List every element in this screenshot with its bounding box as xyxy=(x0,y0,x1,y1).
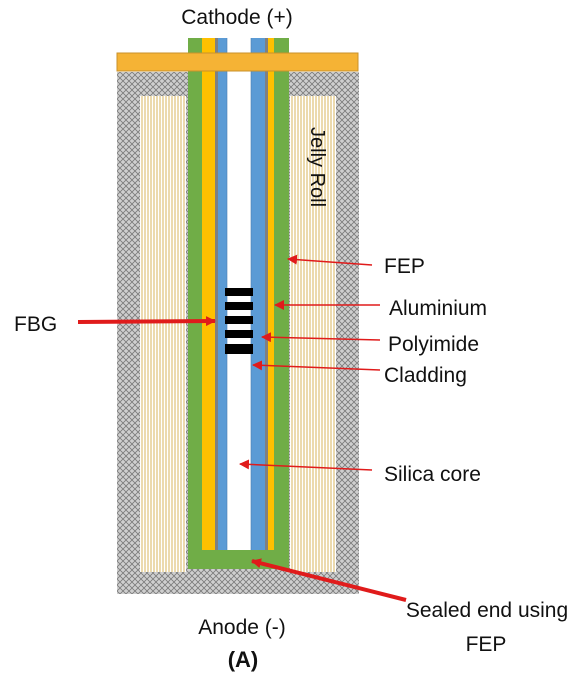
polyimide-layer-right xyxy=(265,38,268,550)
cladding-arrow xyxy=(252,360,381,371)
sealed-end-label-line1: Sealed end using xyxy=(406,599,568,622)
anode-label: Anode (-) xyxy=(198,616,286,639)
fbg-arrow xyxy=(77,316,216,327)
fbg-grating xyxy=(225,288,253,354)
pointer-arrows xyxy=(77,254,407,602)
sealed-end-arrow xyxy=(251,558,407,602)
aluminium-layer-left xyxy=(202,38,215,550)
aluminium-label: Aluminium xyxy=(389,297,487,320)
polyimide-layer-left xyxy=(215,38,218,550)
fep-tube-right xyxy=(274,38,289,550)
jelly-roll-right xyxy=(290,96,336,572)
panel-label: (A) xyxy=(228,647,259,672)
cathode-cap xyxy=(116,52,359,72)
polyimide-label: Polyimide xyxy=(388,333,479,356)
fbg-label: FBG xyxy=(14,313,57,336)
polyimide-arrow xyxy=(261,332,381,343)
cladding-left xyxy=(218,38,227,550)
cladding-label: Cladding xyxy=(384,364,467,387)
sealed-end-label-line2: FEP xyxy=(466,633,507,656)
silica-core-arrow xyxy=(239,459,373,471)
fep-arrow xyxy=(287,254,373,266)
cathode-label: Cathode (+) xyxy=(181,6,292,29)
jelly-roll-left xyxy=(140,96,186,572)
jelly-roll-label: Jelly Roll xyxy=(306,127,328,207)
silica-core-label: Silica core xyxy=(384,463,481,486)
cladding-right xyxy=(251,38,265,550)
fep-label: FEP xyxy=(384,255,425,278)
fep-tube-left xyxy=(188,38,202,550)
